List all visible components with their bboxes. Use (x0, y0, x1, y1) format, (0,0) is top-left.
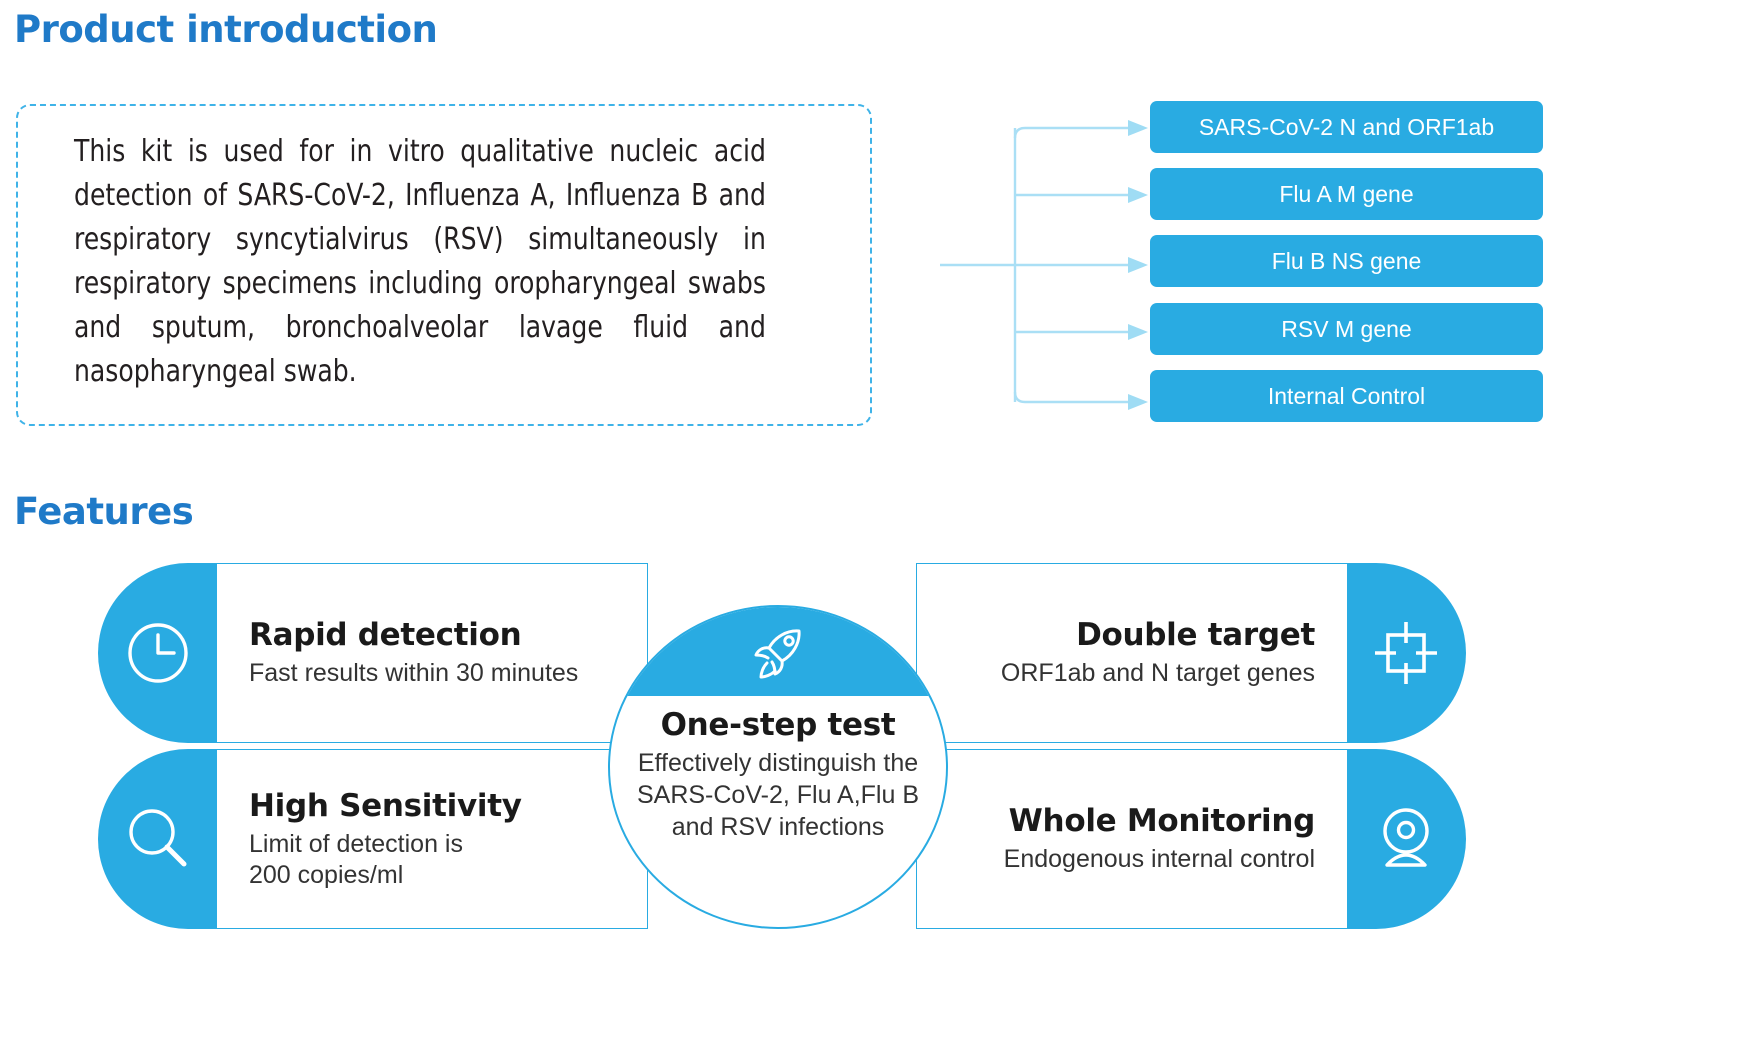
feature-desc: ORF1ab and N target genes (1000, 659, 1315, 687)
magnifier-icon-panel (98, 749, 218, 929)
rocket-icon (754, 629, 801, 679)
feature-card-high-sensitivity[interactable]: High Sensitivity Limit of detection is 2… (98, 749, 648, 929)
target-icon-panel (1346, 563, 1466, 743)
intro-dashed-box (16, 104, 872, 426)
gene-bar-flu-b[interactable]: Flu B NS gene (1150, 235, 1543, 287)
page-title-product-introduction: Product introduction (14, 8, 438, 51)
feature-card-body: Rapid detection Fast results within 30 m… (217, 563, 648, 743)
feature-card-double-target[interactable]: Double target ORF1ab and N target genes (916, 563, 1466, 743)
branch-connector (940, 120, 1148, 410)
feature-desc: Limit of detection is 200 copies/ml (249, 829, 463, 889)
feature-title: Whole Monitoring (1008, 803, 1316, 839)
feature-card-body: High Sensitivity Limit of detection is 2… (217, 749, 648, 929)
feature-card-whole-monitoring[interactable]: Whole Monitoring Endogenous internal con… (916, 749, 1466, 929)
feature-card-body: Whole Monitoring Endogenous internal con… (916, 749, 1347, 929)
feature-title: Double target (1076, 617, 1315, 653)
feature-title: Rapid detection (249, 617, 522, 653)
page-title-features: Features (14, 490, 194, 533)
gene-bar-internal-control[interactable]: Internal Control (1150, 370, 1543, 422)
intro-paragraph: This kit is used for in vitro qualitativ… (74, 134, 766, 389)
monitor-person-icon (1383, 808, 1429, 867)
clock-icon (128, 623, 188, 683)
gene-bar-rsv[interactable]: RSV M gene (1150, 303, 1543, 355)
feature-desc: Fast results within 30 minutes (249, 659, 579, 687)
oval-blue-cap (610, 607, 946, 696)
feature-desc: Endogenous internal control (1003, 845, 1315, 873)
monitor-person-icon-panel (1346, 749, 1466, 929)
gene-bar-sars[interactable]: SARS-CoV-2 N and ORF1ab (1150, 101, 1543, 153)
target-icon (1375, 622, 1437, 684)
feature-title: High Sensitivity (249, 787, 522, 824)
magnifier-icon (129, 809, 187, 867)
clock-icon-panel (98, 563, 218, 743)
center-highlight-oval[interactable]: One-step test Effectively distinguish th… (608, 605, 948, 929)
feature-card-rapid-detection[interactable]: Rapid detection Fast results within 30 m… (98, 563, 648, 743)
center-desc: Effectively distinguish the SARS-CoV-2, … (636, 749, 920, 841)
center-title: One-step test (660, 707, 896, 743)
gene-bar-flu-a[interactable]: Flu A M gene (1150, 168, 1543, 220)
feature-card-body: Double target ORF1ab and N target genes (916, 563, 1347, 743)
